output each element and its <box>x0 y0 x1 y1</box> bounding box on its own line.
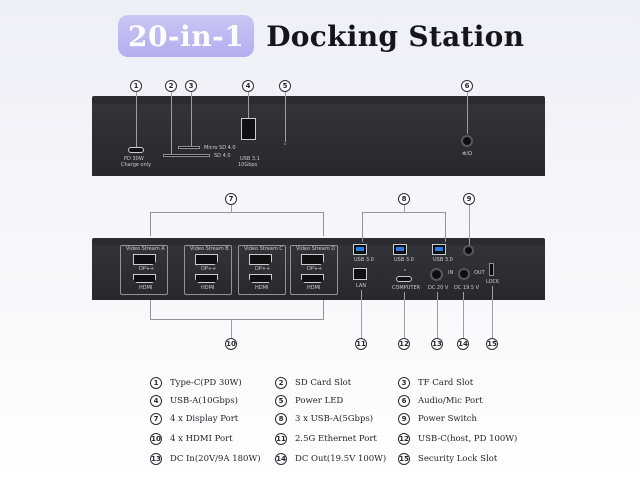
callout-1: 1 <box>130 80 142 92</box>
dc-out-jack <box>458 268 470 280</box>
lock-label: LOCK <box>486 279 500 285</box>
usb-c-host-port <box>396 276 412 282</box>
hdmi-port-4 <box>301 274 324 283</box>
callout-4: 4 <box>242 80 254 92</box>
hdmi-port-1 <box>133 274 156 283</box>
pd-label: PD 30W <box>124 156 144 162</box>
front-panel <box>92 96 545 176</box>
dp-label-2: DP++ <box>201 266 217 272</box>
security-lock-slot <box>489 263 494 276</box>
dc-in-jack <box>430 268 443 281</box>
video-stream-d <box>290 245 338 295</box>
dp-label-3: DP++ <box>255 266 271 272</box>
displayport-3 <box>249 254 272 265</box>
callout-2: 2 <box>165 80 177 92</box>
callout-3: 3 <box>185 80 197 92</box>
dc20-label: DC 20 V <box>428 285 449 291</box>
usb30-label-3: USB 3.0 <box>433 257 453 263</box>
out-label: OUT <box>474 270 485 276</box>
callout-15: 15 <box>486 338 498 350</box>
usb31-label: USB 3.1 <box>240 156 260 162</box>
video-stream-b <box>184 245 232 295</box>
callout-12: 12 <box>398 338 410 350</box>
stream-a-label: Video Stream A <box>126 246 165 252</box>
sd-slot <box>163 154 210 157</box>
host-led <box>404 269 406 271</box>
callout-14: 14 <box>457 338 469 350</box>
callout-7: 7 <box>225 193 237 205</box>
dp-label-1: DP++ <box>139 266 155 272</box>
usb-a-5gbps-port-2 <box>393 244 407 255</box>
usb-c-port-front <box>128 147 144 153</box>
power-switch <box>463 245 474 256</box>
dp-label-4: DP++ <box>307 266 323 272</box>
hdmi-port-3 <box>249 274 272 283</box>
audio-label: ☸/Ω <box>462 151 472 157</box>
lan-label: LAN <box>356 283 367 289</box>
ethernet-port <box>353 268 367 280</box>
micro-sd-label: Micro SD 4.0 <box>204 145 236 151</box>
video-stream-a <box>120 245 168 295</box>
displayport-4 <box>301 254 324 265</box>
micro-sd-slot <box>178 146 200 149</box>
computer-label: COMPUTER <box>392 285 421 291</box>
usb-a-5gbps-port-3 <box>432 244 446 255</box>
callout-5: 5 <box>279 80 291 92</box>
callout-9: 9 <box>463 193 475 205</box>
displayport-1 <box>133 254 156 265</box>
title: 20-in-1 Docking Station <box>118 14 524 58</box>
displayport-2 <box>195 254 218 265</box>
in-label: IN <box>448 270 454 276</box>
usb30-label-1: USB 3.0 <box>354 257 374 263</box>
title-highlight: 20-in-1 <box>128 19 245 53</box>
audio-jack <box>461 135 473 147</box>
gbps-label: 10Gbps <box>238 162 258 168</box>
callout-11: 11 <box>355 338 367 350</box>
callout-8: 8 <box>398 193 410 205</box>
usb-a-10gbps-port <box>241 118 256 140</box>
title-highlight-pill: 20-in-1 <box>118 15 255 57</box>
hdmi-label-1: HDMI <box>139 285 153 291</box>
charge-only-label: Charge only <box>121 162 152 168</box>
hdmi-port-2 <box>195 274 218 283</box>
callout-10: 10 <box>225 338 237 350</box>
hdmi-label-4: HDMI <box>307 285 321 291</box>
title-text: Docking Station <box>266 19 525 53</box>
hdmi-label-2: HDMI <box>201 285 215 291</box>
usb30-label-2: USB 3.0 <box>394 257 414 263</box>
sd-label: SD 4.0 <box>214 153 231 159</box>
stream-b-label: Video Stream B <box>190 246 229 252</box>
dc195-label: DC 19.5 V <box>454 285 480 291</box>
hdmi-label-3: HDMI <box>255 285 269 291</box>
usb-a-5gbps-port-1 <box>353 244 367 255</box>
stream-d-label: Video Stream D <box>296 246 336 252</box>
video-stream-c <box>238 245 286 295</box>
power-led <box>284 143 286 145</box>
callout-13: 13 <box>431 338 443 350</box>
callout-6: 6 <box>461 80 473 92</box>
stream-c-label: Video Stream C <box>244 246 283 252</box>
